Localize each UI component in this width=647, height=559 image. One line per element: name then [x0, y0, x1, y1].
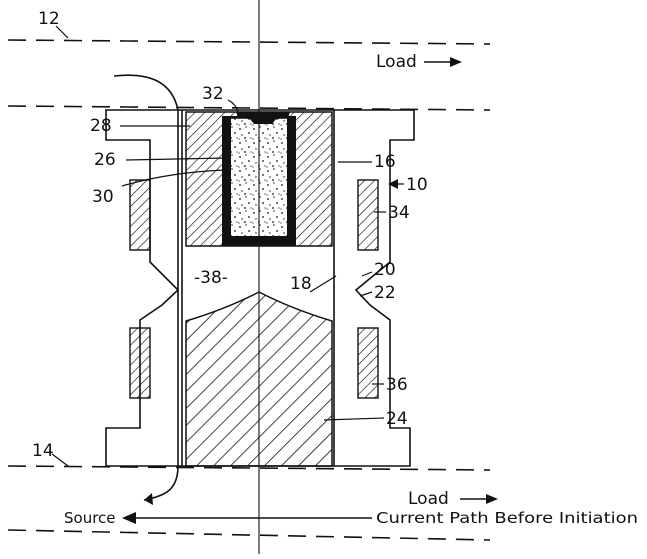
- leader-22: [359, 291, 373, 297]
- label-32: 32: [202, 84, 224, 104]
- label-22: 22: [374, 283, 396, 303]
- dashed-line-14: [7, 465, 491, 471]
- leader-32: [227, 99, 239, 113]
- arrow-10-head: [388, 179, 398, 189]
- leader-18: [309, 275, 337, 293]
- label-30: 30: [92, 187, 114, 207]
- leader-30: [121, 169, 227, 187]
- dashed-line-bottom: [7, 529, 491, 541]
- leader-20: [361, 271, 373, 277]
- label-current-path: Current Path Before Initiation: [376, 509, 638, 527]
- leader-26: [125, 157, 227, 161]
- load-arrow-top-head: [450, 57, 462, 67]
- current-path-arrowhead: [144, 493, 153, 505]
- outer-sleeve-outline: [105, 109, 415, 467]
- insulator-36-left: [129, 327, 151, 399]
- insulator-36-right: [357, 327, 379, 399]
- label-load-top: Load: [376, 52, 417, 72]
- insulator-34-left: [129, 179, 151, 251]
- label-16: 16: [374, 152, 396, 172]
- label-load-bottom: Load: [408, 489, 449, 509]
- insulator-34-right: [357, 179, 379, 251]
- label-26: 26: [94, 150, 116, 170]
- load-arrow-bottom-head: [486, 494, 498, 504]
- label-28: 28: [90, 116, 112, 136]
- label-14: 14: [32, 441, 54, 461]
- label-source: Source: [64, 509, 116, 527]
- label-24: 24: [386, 409, 408, 429]
- current-path-arrow: [113, 74, 179, 501]
- leader-12: [55, 25, 69, 39]
- leader-24: [323, 417, 385, 421]
- current-path-left-arrowhead: [122, 512, 136, 524]
- label-38: -38-: [194, 268, 228, 288]
- detonator-cap-32: [236, 112, 290, 124]
- dashed-line-12: [7, 39, 491, 45]
- liner-30: [222, 116, 296, 246]
- label-36: 36: [386, 375, 408, 395]
- leader-14: [51, 453, 69, 467]
- lower-piston-24: [185, 291, 333, 467]
- label-34: 34: [388, 203, 410, 223]
- label-20: 20: [374, 260, 396, 280]
- label-12: 12: [38, 9, 60, 29]
- explosive-charge-26: [231, 118, 287, 236]
- label-10: 10: [406, 175, 428, 195]
- label-18: 18: [290, 274, 312, 294]
